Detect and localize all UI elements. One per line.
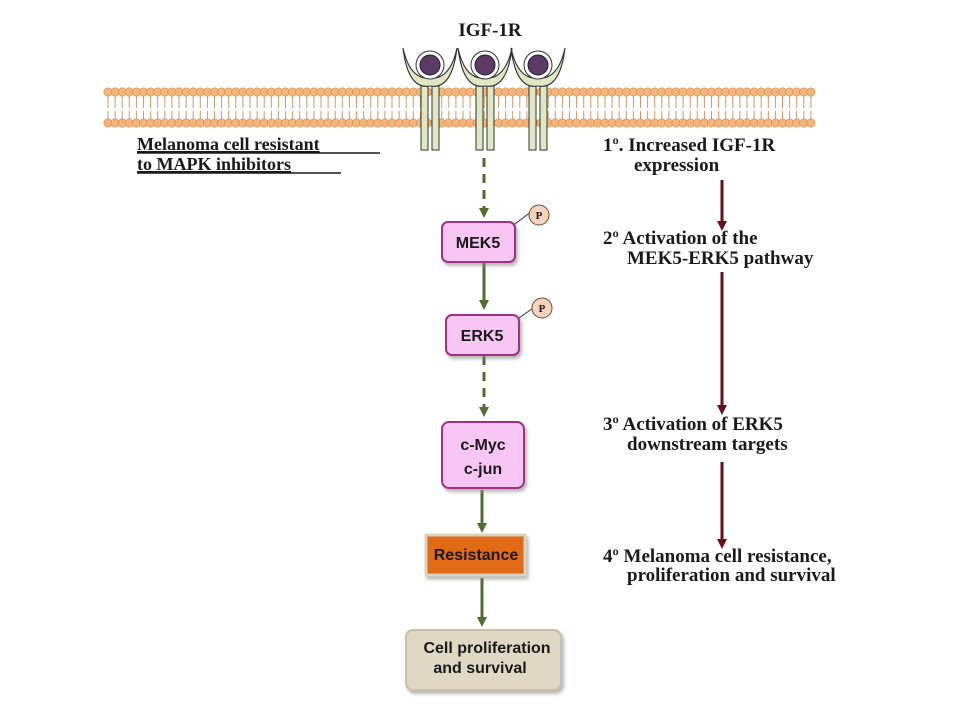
cell-description-line1: Melanoma cell resistant [137, 134, 320, 154]
step-3-line1: 3º Activation of ERK5 [603, 414, 783, 435]
receptor [457, 47, 513, 151]
receptor-stalk [475, 81, 484, 151]
step-3-line2: downstream targets [627, 434, 788, 455]
mek5-node: MEK5 [441, 221, 516, 263]
step-2-line1: 2º Activation of the [603, 228, 758, 249]
erk5-label: ERK5 [461, 328, 504, 345]
resistance-node: Resistance [424, 533, 527, 577]
cell-description-line2: to MAPK inhibitors [137, 154, 291, 174]
receptor-label: IGF-1R [458, 20, 522, 41]
mek5-label: MEK5 [456, 235, 501, 252]
erk5-node: ERK5 [445, 314, 520, 356]
resistance-label: Resistance [434, 547, 519, 564]
mek5-phospho-badge: P [528, 204, 550, 226]
mek5-phospho-label: P [536, 210, 543, 222]
erk5-phospho-badge: P [531, 297, 553, 319]
c-myc-label: c-Myc [460, 437, 505, 454]
step-2-line2: MEK5-ERK5 pathway [627, 248, 814, 269]
outcome-line2: and survival [433, 660, 526, 677]
step-4-line2: proliferation and survival [627, 565, 836, 586]
receptor [510, 47, 566, 151]
receptor-stalk [431, 81, 440, 151]
step-1-line2: expression [634, 155, 720, 176]
lipid-head [806, 87, 816, 97]
lipid-head [806, 118, 816, 128]
ligand-icon [419, 54, 441, 76]
igf-1r-receptors [402, 47, 566, 151]
step-4-line1: 4º Melanoma cell resistance, [603, 546, 832, 567]
step-1-line1: 1º. Increased IGF-1R [603, 135, 775, 156]
cell-membrane [103, 87, 816, 128]
erk5-phospho-label: P [539, 303, 546, 315]
receptor [402, 47, 458, 151]
receptor-stalk [420, 81, 429, 151]
ligand-icon [474, 54, 496, 76]
receptor-stalk [528, 81, 537, 151]
outcome-node: Cell proliferation and survival [405, 629, 562, 691]
downstream-targets-node: c-Myc c-jun [441, 421, 525, 489]
receptor-stalk [539, 81, 548, 151]
c-jun-label: c-jun [464, 461, 502, 478]
receptor-cup [457, 47, 513, 87]
receptor-stalk [486, 81, 495, 151]
receptor-cup [402, 47, 458, 87]
outcome-line1: Cell proliferation [423, 640, 550, 657]
receptor-cup [510, 47, 566, 87]
ligand-icon [527, 54, 549, 76]
